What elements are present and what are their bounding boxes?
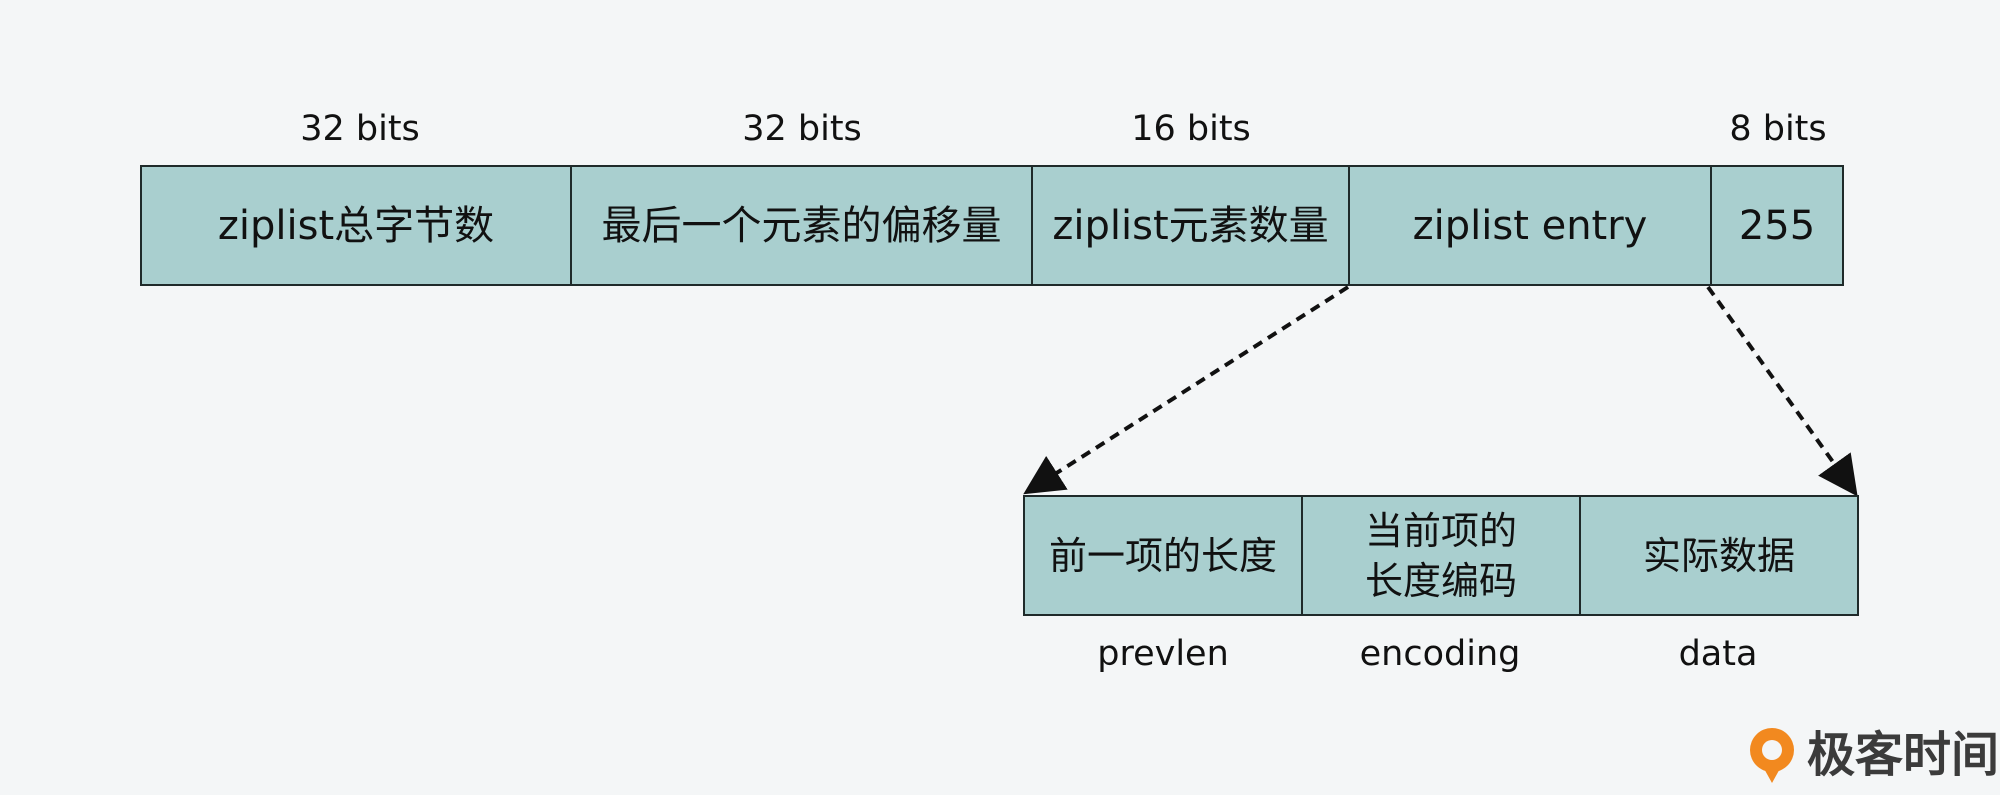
bits-label-entry-count: 16 bits (1131, 109, 1251, 149)
sub-label-data: data (1678, 634, 1758, 674)
cell-end-marker: 255 (1712, 167, 1842, 284)
cell-encoding-line2: 长度编码 (1364, 558, 1517, 603)
cell-encoding-text: 当前项的 长度编码 (1365, 506, 1517, 606)
cell-tail-offset: 最后一个元素的偏移量 (572, 167, 1033, 284)
bits-label-total-bytes: 32 bits (300, 109, 420, 149)
cell-prevlen: 前一项的长度 (1025, 497, 1303, 614)
geektime-logo: 极客时间 (1745, 725, 1999, 785)
cell-total-bytes: ziplist总字节数 (142, 167, 572, 284)
bits-label-tail-offset: 32 bits (742, 109, 862, 149)
cell-entry-count: ziplist元素数量 (1033, 167, 1350, 284)
cell-total-bytes-label: ziplist总字节数 (217, 202, 495, 249)
cell-ziplist-entry-label: ziplist entry (1412, 202, 1648, 249)
cell-encoding: 当前项的 长度编码 (1303, 497, 1581, 614)
cell-tail-offset-label: 最后一个元素的偏移量 (601, 202, 1002, 249)
ziplist-entry-row: 前一项的长度 当前项的 长度编码 实际数据 (1023, 495, 1859, 616)
cell-entry-count-label: ziplist元素数量 (1052, 202, 1329, 249)
ziplist-layout-row: ziplist总字节数 最后一个元素的偏移量 ziplist元素数量 zipli… (140, 165, 1844, 286)
geektime-logo-icon (1750, 728, 1794, 783)
cell-prevlen-line1: 前一项的长度 (1048, 533, 1277, 578)
cell-ziplist-entry: ziplist entry (1350, 167, 1712, 284)
cell-data-text: 实际数据 (1643, 531, 1795, 581)
arrow-right-dashed (1706, 285, 1858, 497)
cell-prevlen-text: 前一项的长度 (1049, 531, 1277, 581)
sub-label-prevlen: prevlen (1097, 634, 1229, 674)
logo-text: 极客时间 (1807, 727, 2000, 783)
sub-label-encoding: encoding (1359, 634, 1521, 674)
cell-data-line1: 实际数据 (1642, 533, 1795, 578)
bits-label-end-marker: 8 bits (1729, 109, 1827, 149)
arrow-left-dashed (1023, 285, 1350, 495)
cell-end-marker-label: 255 (1738, 202, 1816, 249)
cell-data: 实际数据 (1581, 497, 1857, 614)
cell-encoding-line1: 当前项的 (1364, 508, 1517, 553)
